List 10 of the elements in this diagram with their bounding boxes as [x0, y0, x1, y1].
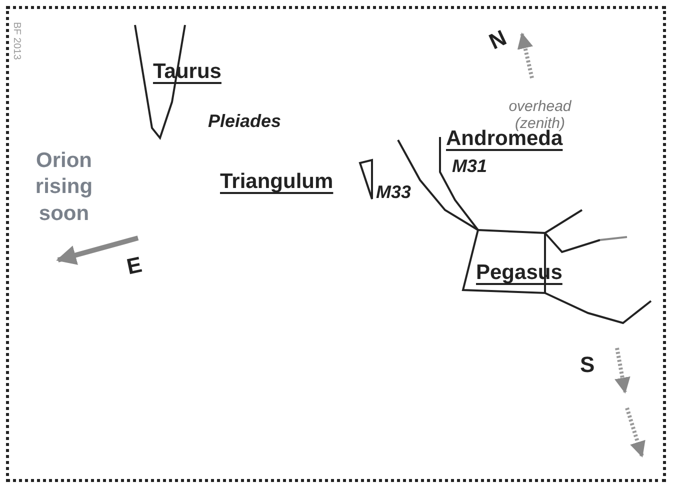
credit-text: BF 2013: [11, 22, 22, 60]
constellation-name: Triangulum: [220, 170, 334, 194]
object-name: M33: [376, 183, 412, 203]
note-text: Orion rising soon: [34, 148, 94, 226]
object-name: M31: [452, 157, 488, 177]
object-name: Pleiades: [208, 112, 282, 132]
note-text: overhead (zenith): [508, 99, 572, 132]
compass-label: N: [486, 26, 510, 54]
compass-label: S: [580, 353, 595, 378]
compass-label: E: [124, 252, 144, 280]
